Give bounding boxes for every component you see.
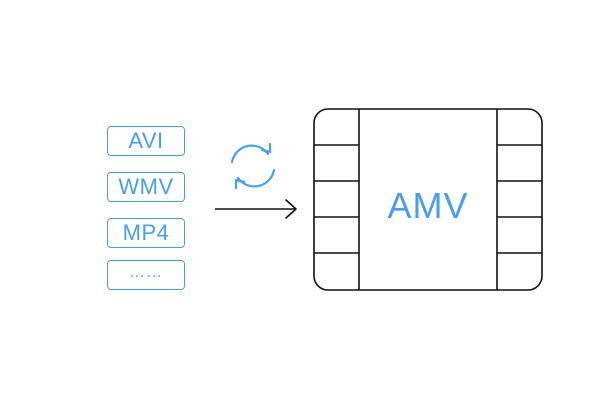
- format-badge-more: ……: [107, 260, 185, 290]
- format-label: WMV: [118, 174, 174, 199]
- target-format-label: AMV: [387, 185, 469, 226]
- format-label: ……: [129, 264, 163, 281]
- format-badge-wmv: WMV: [107, 172, 185, 202]
- right-arrow-icon: [215, 199, 297, 219]
- format-label: MP4: [122, 220, 170, 245]
- format-badge-mp4: MP4: [107, 218, 185, 248]
- refresh-cycle-icon: [230, 142, 276, 190]
- film-strip-icon: [313, 108, 543, 291]
- format-badge-avi: AVI: [107, 126, 185, 156]
- format-label: AVI: [128, 128, 164, 153]
